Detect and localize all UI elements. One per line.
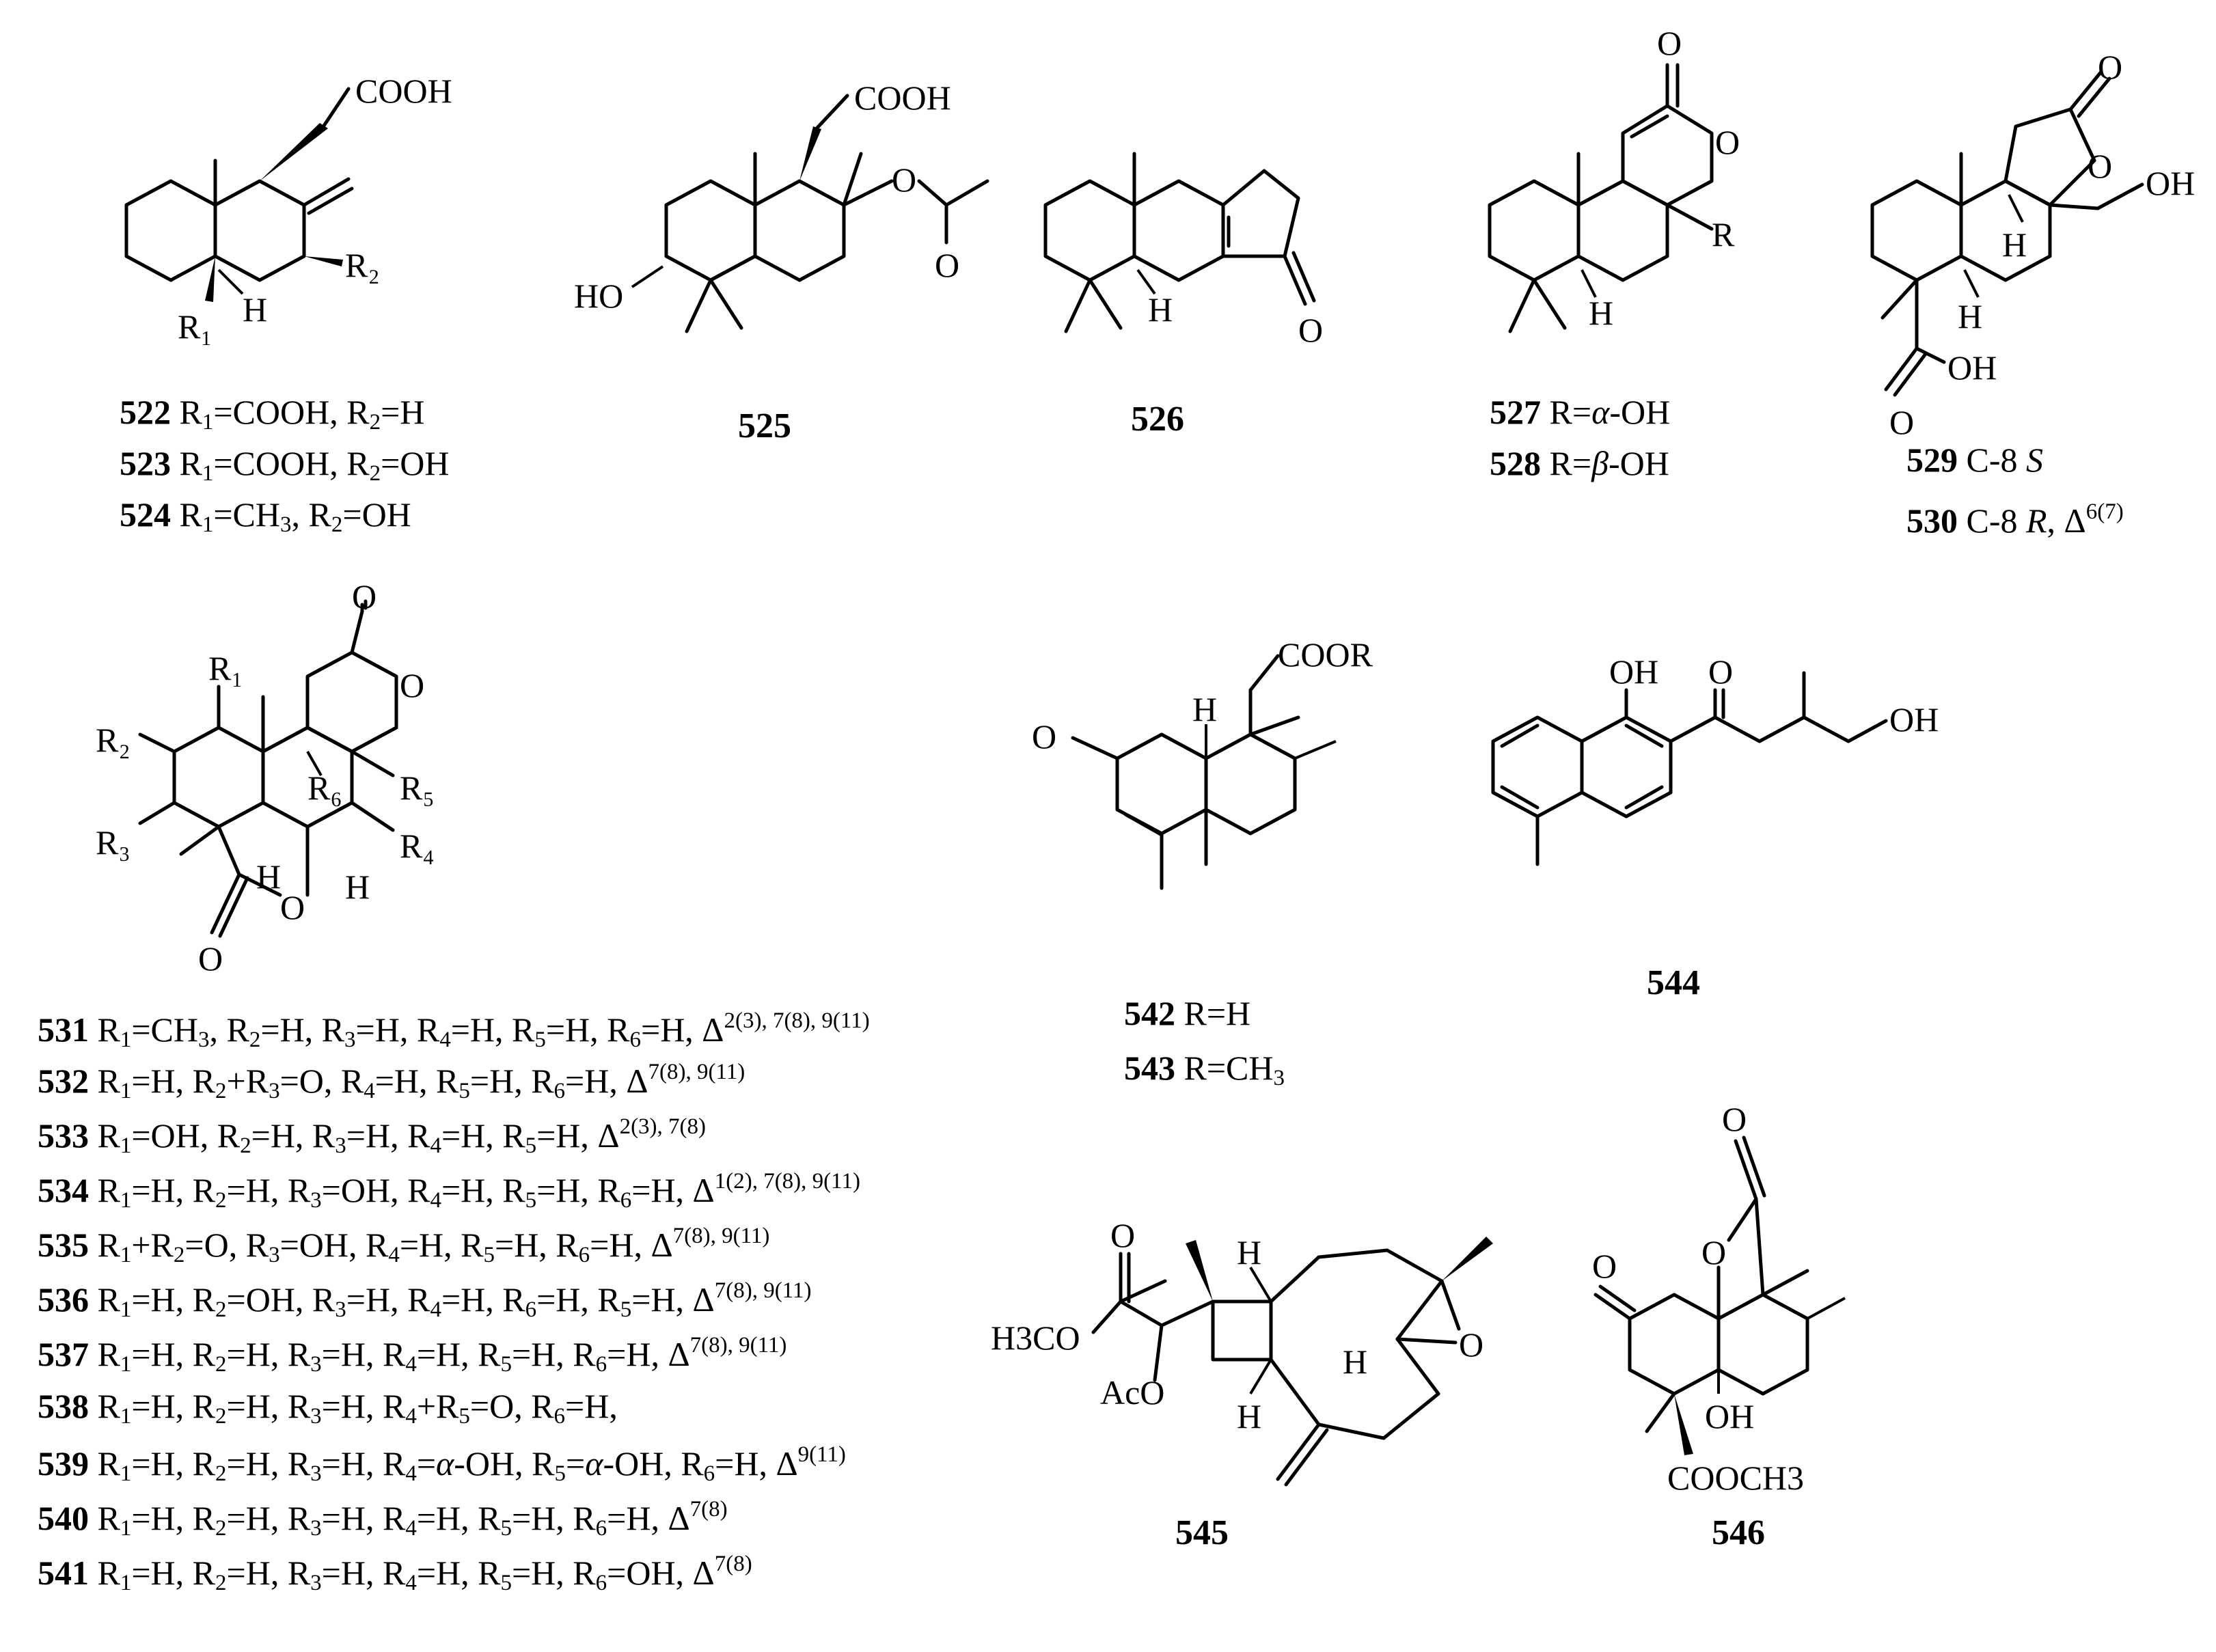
- caption-539: 539 R1=H, R2=H, R3=H, R4=α-OH, R5=α-OH, …: [38, 1442, 846, 1486]
- atom-r3-531: R₃: [96, 823, 131, 862]
- atom-o-545b: O: [1459, 1325, 1483, 1364]
- atom-aco: AcO: [1100, 1373, 1164, 1412]
- atom-r5-531: R₅: [400, 769, 435, 807]
- structure-542: O H COOR: [1032, 635, 1373, 890]
- atom-h3co: H3CO: [991, 1319, 1080, 1357]
- atom-o-546b: O: [1701, 1233, 1726, 1271]
- atom-o-546a: O: [1592, 1247, 1617, 1285]
- structure-546: O O O OH COOCH3: [1592, 1100, 1846, 1497]
- atom-o-527b: O: [1715, 123, 1740, 161]
- caption-527: 527 R=α-OH: [1490, 393, 1671, 431]
- atom-r-527: R: [1712, 215, 1735, 253]
- atom-r4-531: R₄: [400, 827, 435, 865]
- caption-534: 534 R1=H, R2=H, R3=OH, R4=H, R5=H, R6=H,…: [38, 1169, 860, 1213]
- atom-h-527: H: [1589, 294, 1613, 332]
- structure-522: COOH R₂ R₁ H: [124, 72, 452, 346]
- caption-523: 523 R1=COOH, R2=OH: [120, 444, 450, 486]
- atom-oh-546: OH: [1705, 1397, 1754, 1435]
- atom-oh-529: OH: [2146, 164, 2195, 202]
- caption-524: 524 R1=CH3, R2=OH: [120, 495, 411, 537]
- caption-536: 536 R1=H, R2=OH, R3=H, R4=H, R6=H, R5=H,…: [38, 1278, 812, 1322]
- caption-543: 543 R=CH3: [1124, 1049, 1285, 1090]
- atom-h-529a: H: [2002, 225, 2027, 264]
- atom-r6-531: R₆: [307, 769, 342, 807]
- caption-537: 537 R1=H, R2=H, R3=H, R4=H, R5=H, R6=H, …: [38, 1333, 787, 1377]
- atom-cooh: COOH: [355, 72, 452, 110]
- atom-cooh-2: COOH: [854, 79, 951, 117]
- atom-coor: COOR: [1278, 635, 1373, 674]
- structure-531: O O R₁ R₂ R₃ O O H H R₆ R₅ R₄: [96, 577, 435, 978]
- caption-542: 542 R=H: [1124, 994, 1251, 1032]
- atom-r1-531: R₁: [208, 649, 243, 687]
- atom-h-545b: H: [1237, 1397, 1261, 1435]
- caption-541: 541 R1=H, R2=H, R3=H, R4=H, R5=H, R6=OH,…: [38, 1552, 752, 1595]
- atom-r2: R₂: [345, 246, 380, 284]
- atom-o-531a: O: [352, 577, 377, 616]
- atom-h-545c: H: [1343, 1343, 1367, 1381]
- atom-h-531b: H: [345, 868, 370, 906]
- caption-538: 538 R1=H, R2=H, R3=H, R4+R5=O, R6=H,: [38, 1387, 618, 1429]
- structure-525: COOH O O HO: [574, 79, 989, 333]
- atom-r1: R₁: [178, 307, 213, 346]
- atom-h: H: [243, 290, 267, 329]
- atom-o-529c: O: [1889, 403, 1914, 441]
- caption-530: 530 C-8 R, Δ6(7): [1906, 499, 2124, 540]
- atom-h-529b: H: [1958, 297, 1982, 335]
- atom-h-545a: H: [1237, 1233, 1261, 1271]
- caption-526: 526: [1131, 400, 1184, 439]
- atom-oh-544a: OH: [1609, 652, 1658, 691]
- structure-529: O O OH H H O OH: [1870, 48, 2195, 441]
- atom-o-529b: O: [2088, 147, 2112, 185]
- atom-o-527a: O: [1657, 24, 1682, 62]
- structure-526: O H: [1043, 152, 1323, 349]
- caption-535: 535 R1+R2=O, R3=OH, R4=H, R5=H, R6=H, Δ7…: [38, 1224, 770, 1267]
- atom-r2-531: R₂: [96, 721, 131, 759]
- caption-532: 532 R1=H, R2+R3=O, R4=H, R5=H, R6=H, Δ7(…: [38, 1060, 745, 1103]
- atom-oh-529b: OH: [1947, 348, 1997, 387]
- atom-o-531b: O: [400, 666, 424, 704]
- atom-o-526: O: [1298, 311, 1323, 349]
- caption-522: 522 R1=COOH, R2=H: [120, 393, 425, 435]
- atom-ho: HO: [574, 277, 623, 315]
- atom-o-531c: O: [198, 939, 223, 978]
- structure-527: O O R H: [1488, 24, 1740, 333]
- caption-545: 545: [1175, 1513, 1229, 1552]
- structure-545: H3CO O AcO H H O H: [991, 1216, 1493, 1487]
- atom-h-542: H: [1192, 690, 1217, 728]
- atom-o-531d: O: [280, 888, 305, 926]
- caption-540: 540 R1=H, R2=H, R3=H, R4=H, R5=H, R6=H, …: [38, 1497, 728, 1541]
- caption-546: 546: [1712, 1513, 1765, 1552]
- atom-h-526: H: [1148, 290, 1173, 329]
- atom-o-546c: O: [1722, 1100, 1747, 1138]
- atom-oh-544b: OH: [1889, 700, 1939, 739]
- atom-o-544: O: [1708, 652, 1733, 691]
- caption-533: 533 R1=OH, R2=H, R3=H, R4=H, R5=H, Δ2(3)…: [38, 1114, 707, 1158]
- atom-o-525: O: [892, 161, 916, 199]
- caption-531: 531 R1=CH3, R2=H, R3=H, R4=H, R5=H, R6=H…: [38, 1008, 870, 1052]
- caption-528: 528 R=β-OH: [1490, 444, 1669, 482]
- atom-cooch3: COOCH3: [1667, 1459, 1804, 1497]
- caption-529: 529 C-8 S: [1906, 441, 2043, 479]
- atom-o-529a: O: [2098, 48, 2122, 86]
- structure-544: OH O OH: [1491, 652, 1939, 866]
- atom-h-531a: H: [256, 857, 281, 896]
- atom-o-545a: O: [1110, 1216, 1135, 1254]
- atom-o-542: O: [1032, 717, 1056, 756]
- caption-544: 544: [1647, 963, 1700, 1002]
- caption-525: 525: [738, 407, 791, 445]
- atom-o-525b: O: [935, 246, 959, 284]
